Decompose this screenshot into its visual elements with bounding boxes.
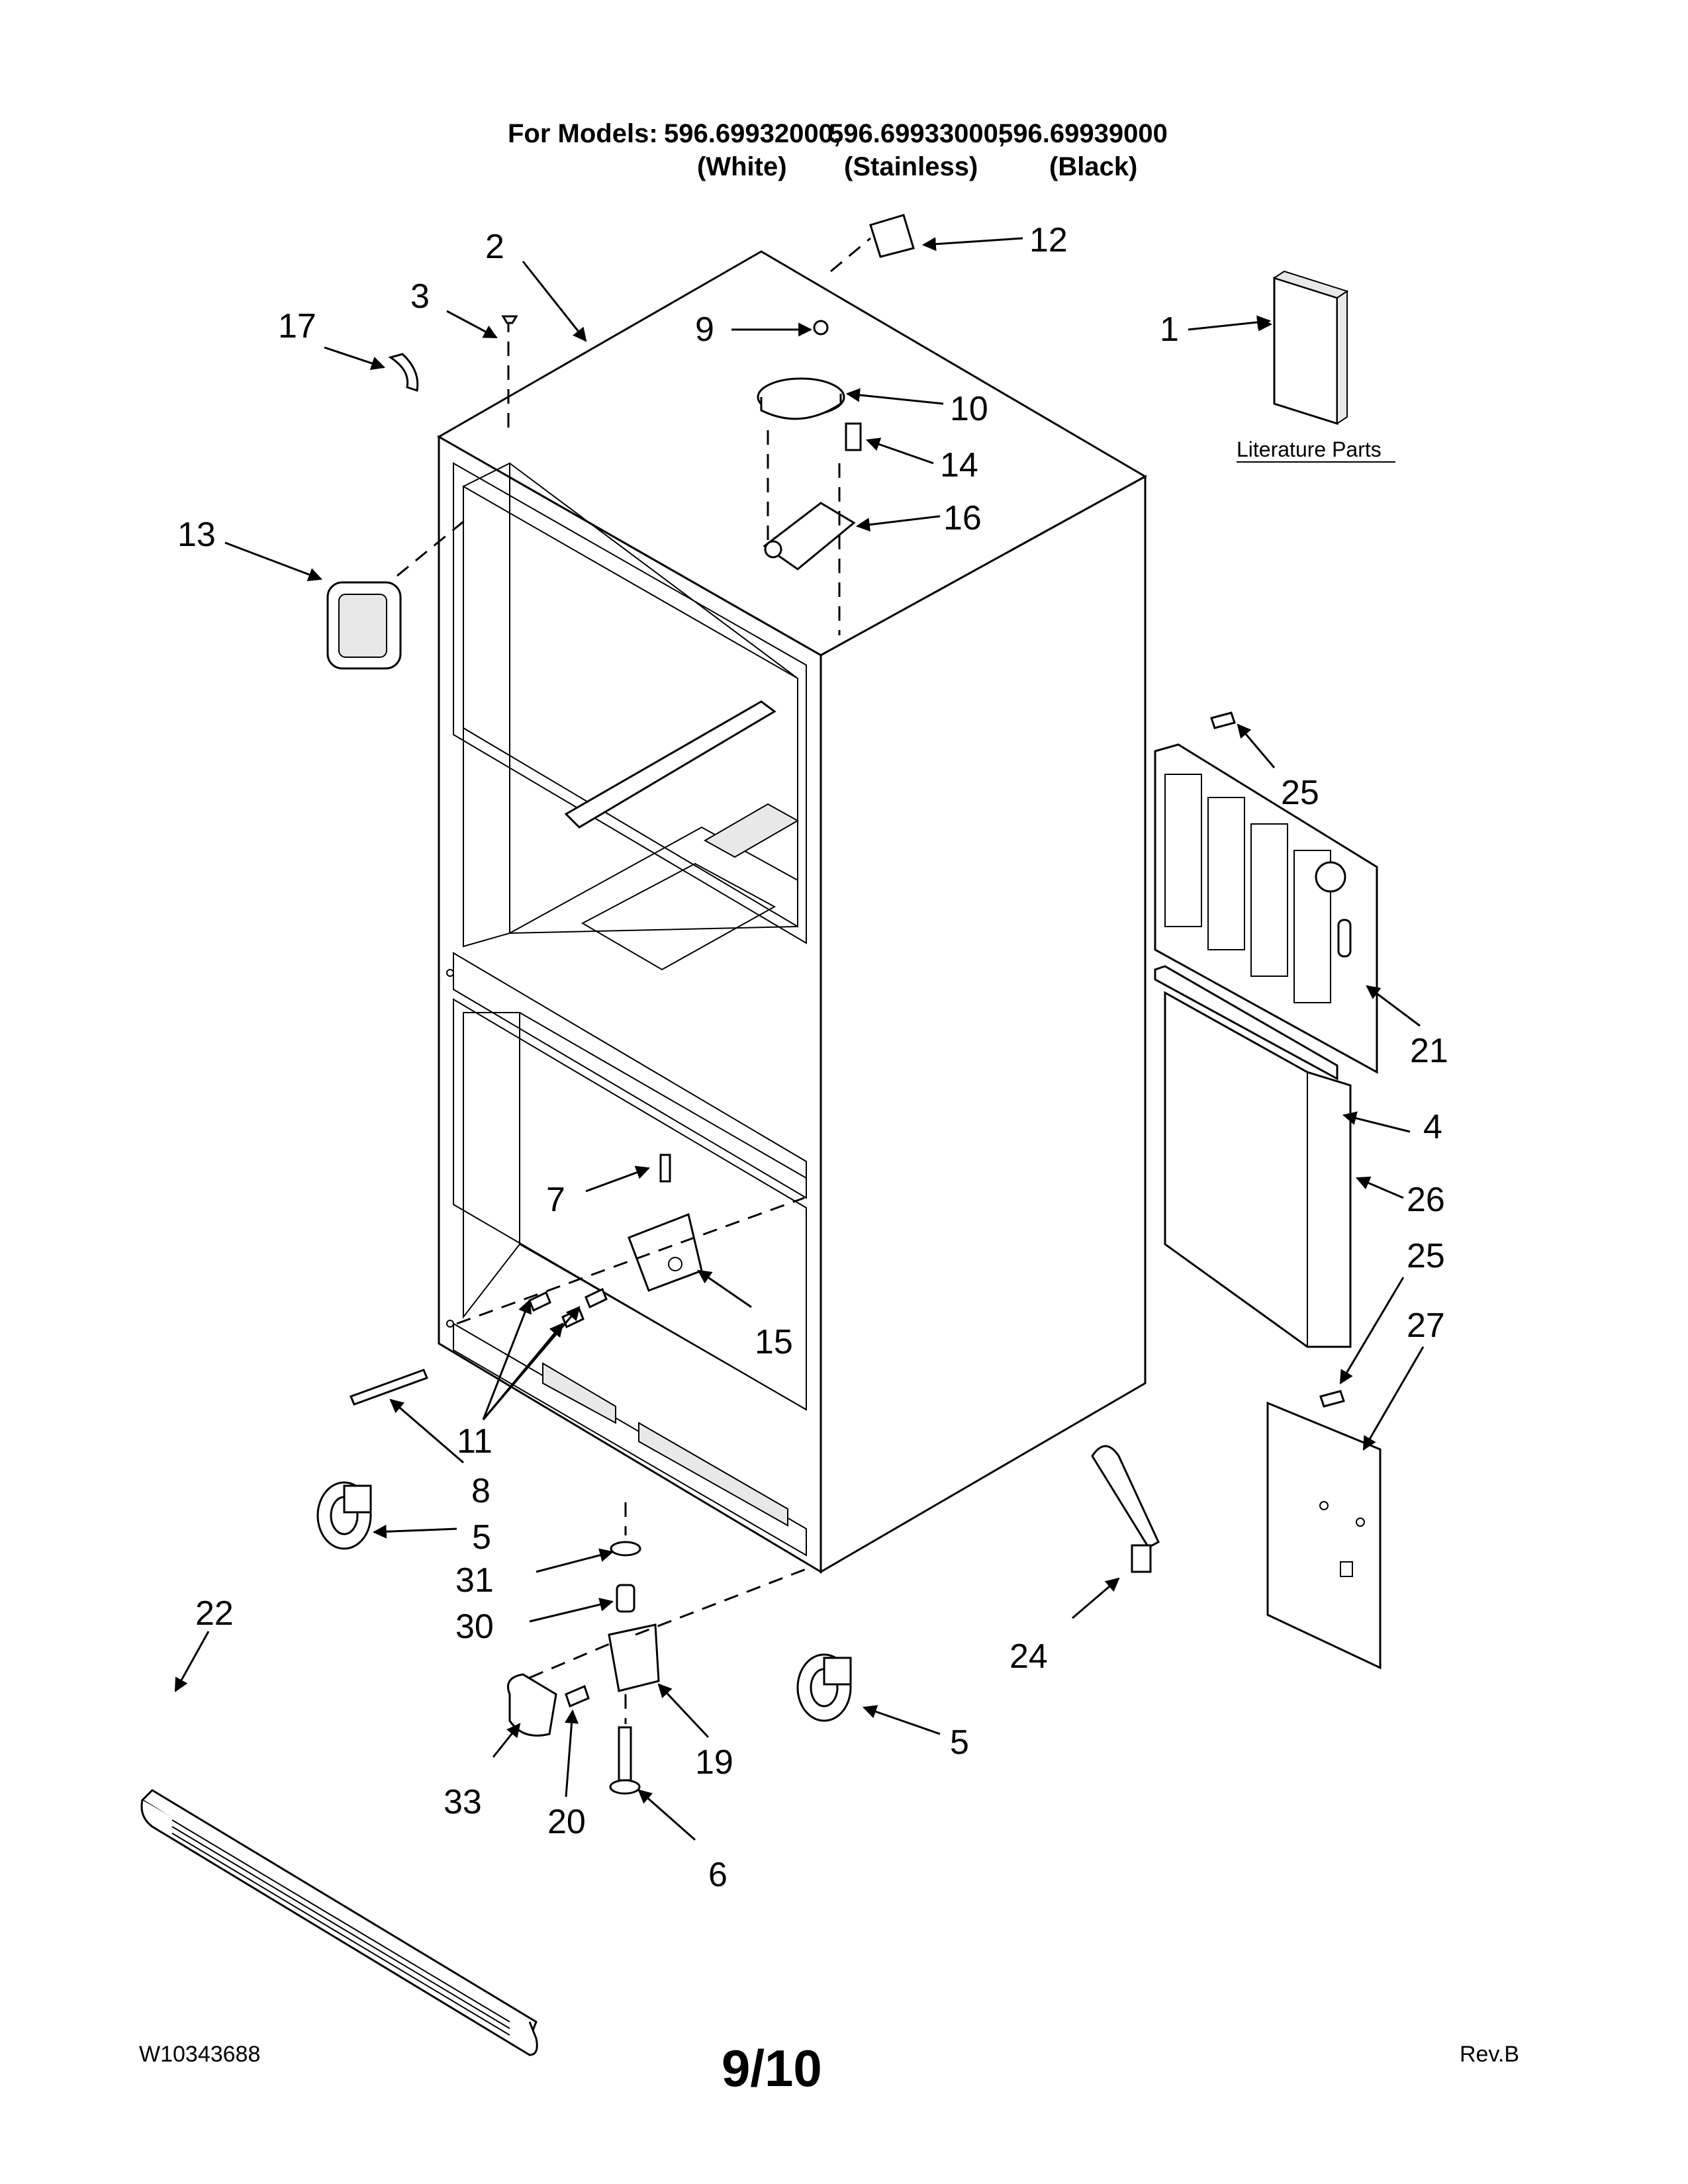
- header-model-3: 596.69939000: [998, 119, 1168, 148]
- access-panel: [1266, 1401, 1382, 1670]
- callout-33: 33: [444, 1783, 482, 1821]
- callout-17: 17: [278, 307, 316, 345]
- trim-strip: [1154, 965, 1338, 1081]
- rear-grille: [1154, 743, 1378, 1074]
- wire-harness: [1091, 1445, 1160, 1573]
- bottom-hinge-stack: [507, 1502, 808, 1795]
- callout-4: 4: [1423, 1108, 1442, 1146]
- screw-25-top: [1210, 711, 1236, 729]
- callout-19: 19: [695, 1743, 733, 1782]
- callout-24: 24: [1009, 1637, 1048, 1676]
- header-model-1: 596.69932000,: [664, 119, 841, 148]
- callout-27: 27: [1407, 1306, 1445, 1345]
- callout-25-top: 25: [1281, 774, 1319, 812]
- header-title-prefix: For Models:: [508, 119, 658, 148]
- page-number: 9/10: [722, 2039, 822, 2097]
- screw-25-bottom: [1319, 1390, 1345, 1408]
- literature-parts-label: Literature Parts: [1237, 437, 1382, 461]
- callout-8: 8: [471, 1472, 491, 1510]
- label-decal: [869, 214, 915, 258]
- leader-arrows: [174, 237, 1425, 1841]
- callout-15: 15: [755, 1323, 793, 1361]
- revision: Rev.B: [1460, 2042, 1520, 2067]
- base-grille: [140, 1789, 538, 2056]
- cabinet: [436, 250, 1148, 1574]
- callout-31: 31: [455, 1561, 494, 1600]
- callout-16: 16: [943, 499, 982, 537]
- callout-10: 10: [950, 390, 988, 428]
- caster-left: [316, 1481, 372, 1550]
- lower-hinge-assembly: [350, 1154, 805, 1406]
- header-color-stainless: (Stainless): [844, 152, 978, 181]
- callout-9: 9: [695, 310, 714, 349]
- callout-13: 13: [177, 516, 216, 554]
- callout-12: 12: [1029, 221, 1068, 259]
- top-hinge-assembly: [507, 318, 862, 635]
- callout-5-left: 5: [472, 1518, 491, 1557]
- tape-17: [388, 353, 419, 392]
- callout-5-right: 5: [950, 1723, 969, 1762]
- callout-3: 3: [410, 277, 430, 316]
- callout-22: 22: [195, 1594, 234, 1633]
- icemaker-switch: [326, 515, 471, 670]
- screw-3: [501, 315, 518, 324]
- callout-11: 11: [457, 1422, 492, 1461]
- callout-2: 2: [485, 228, 504, 266]
- literature-part: [1272, 270, 1349, 426]
- callout-30: 30: [455, 1608, 494, 1646]
- header-model-2: 596.69933000,: [829, 119, 1006, 148]
- callout-26: 26: [1407, 1181, 1445, 1219]
- header-color-black: (Black): [1049, 152, 1138, 181]
- callout-14: 14: [940, 446, 978, 484]
- callout-20: 20: [547, 1803, 586, 1841]
- insulation-panel: [1164, 991, 1352, 1348]
- callout-7: 7: [546, 1181, 565, 1219]
- callout-1: 1: [1160, 310, 1179, 349]
- doc-number: W10343688: [139, 2042, 261, 2067]
- callout-6: 6: [708, 1856, 727, 1894]
- caster-right: [796, 1653, 852, 1722]
- callout-25-bottom: 25: [1407, 1237, 1445, 1275]
- header-color-white: (White): [697, 152, 787, 181]
- callouts: 1 2 3 9 12 17 10 14 16 13 25 21 4 26 25 …: [177, 221, 1448, 1894]
- callout-21: 21: [1410, 1032, 1448, 1070]
